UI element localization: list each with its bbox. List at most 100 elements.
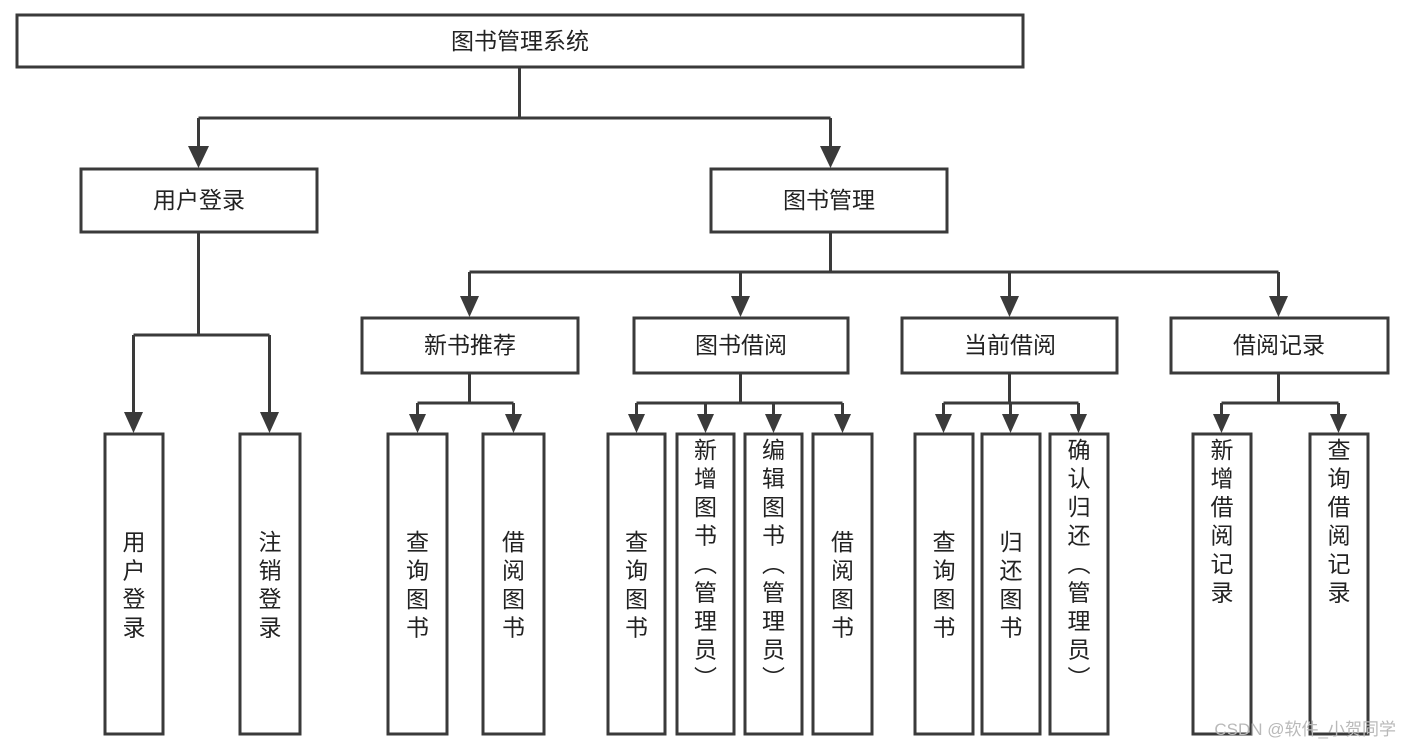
node-leaf-borrow-book-1[interactable] — [481, 432, 546, 736]
arrow-head-leaf-user-login — [124, 412, 143, 433]
node-leaf-query-book-1-box[interactable] — [386, 432, 449, 736]
arrow-head-leaf-query-book-3 — [935, 414, 952, 433]
vertical-glyph: 图 — [933, 586, 956, 612]
node-leaf-logout-login[interactable] — [238, 432, 302, 736]
node-leaf-query-borrow-record-box[interactable] — [1308, 432, 1370, 736]
node-leaf-add-borrow-record-box[interactable] — [1191, 432, 1253, 736]
vertical-glyph: 录 — [259, 614, 282, 640]
vertical-glyph: 用 — [123, 529, 146, 555]
node-borrow-record-box[interactable] — [1169, 316, 1390, 375]
arrow-head-leaf-borrow-book-1 — [505, 414, 522, 433]
vertical-glyph: 归 — [1000, 529, 1023, 555]
arrow-head-leaf-return-book — [1002, 414, 1019, 433]
node-root-box[interactable] — [15, 13, 1025, 69]
arrow-head-new-book-recommend — [460, 296, 479, 317]
vertical-glyph: 增 — [1211, 466, 1234, 492]
node-leaf-borrow-book-2[interactable] — [811, 432, 874, 736]
node-leaf-query-book-3[interactable] — [913, 432, 975, 736]
node-leaf-user-login[interactable] — [103, 432, 165, 736]
vertical-glyph: 录 — [123, 614, 146, 640]
node-leaf-return-book-box[interactable] — [980, 432, 1042, 736]
vertical-glyph: 书 — [406, 614, 429, 640]
node-book-borrow-box[interactable] — [632, 316, 850, 375]
node-new-book-recommend[interactable]: 新书推荐 — [360, 316, 580, 375]
node-book-borrow[interactable]: 图书借阅 — [632, 316, 850, 375]
vertical-glyph: ︵ — [694, 551, 717, 577]
connector-layer — [124, 67, 1347, 433]
node-leaf-logout-login-box[interactable] — [238, 432, 302, 736]
vertical-glyph: 图 — [762, 494, 785, 520]
node-leaf-query-book-1[interactable] — [386, 432, 449, 736]
arrow-head-leaf-query-book-1 — [409, 414, 426, 433]
node-current-borrow-box[interactable] — [900, 316, 1119, 375]
vertical-glyph: 阅 — [502, 557, 525, 583]
node-user-login-label: 用户登录 — [153, 187, 245, 213]
vertical-glyph: 图 — [502, 586, 525, 612]
node-leaf-add-book-admin-box[interactable] — [675, 432, 736, 736]
node-leaf-user-login-box[interactable] — [103, 432, 165, 736]
vertical-glyph: 询 — [933, 557, 956, 583]
node-leaf-return-book[interactable] — [980, 432, 1042, 736]
node-user-login[interactable]: 用户登录 — [79, 167, 319, 234]
vertical-glyph: 员 — [1068, 637, 1091, 663]
vertical-glyph: 注 — [259, 529, 282, 555]
vertical-glyph: 询 — [625, 557, 648, 583]
vertical-glyph: 录 — [1211, 580, 1234, 606]
node-leaf-borrow-book-1-box[interactable] — [481, 432, 546, 736]
node-borrow-record-label: 借阅记录 — [1233, 332, 1325, 358]
vertical-glyph: 员 — [762, 637, 785, 663]
node-leaf-edit-book-admin-box[interactable] — [743, 432, 804, 736]
vertical-glyph: 员 — [694, 637, 717, 663]
node-book-borrow-label: 图书借阅 — [695, 332, 787, 358]
vertical-glyph: 编 — [762, 437, 785, 463]
node-leaf-add-borrow-record[interactable] — [1191, 432, 1253, 736]
vertical-glyph: 新 — [694, 437, 717, 463]
vertical-glyph: 归 — [1068, 494, 1091, 520]
node-leaf-add-book-admin[interactable] — [675, 432, 736, 736]
vertical-glyph: 还 — [1000, 557, 1023, 583]
node-leaf-query-book-2-box[interactable] — [606, 432, 667, 736]
node-leaf-confirm-return-admin[interactable] — [1048, 432, 1110, 736]
vertical-glyph: ︶ — [762, 665, 785, 691]
node-leaf-user-login-label: 用户登录 — [123, 529, 146, 641]
vertical-glyph: 询 — [1328, 466, 1351, 492]
vertical-glyph: 阅 — [1328, 523, 1351, 549]
node-leaf-confirm-return-admin-box[interactable] — [1048, 432, 1110, 736]
node-root[interactable]: 图书管理系统 — [15, 13, 1025, 69]
vertical-glyph: 新 — [1211, 437, 1234, 463]
node-leaf-borrow-book-2-box[interactable] — [811, 432, 874, 736]
vertical-glyph: ︵ — [1068, 551, 1091, 577]
vertical-glyph: 阅 — [831, 557, 854, 583]
node-root-label: 图书管理系统 — [451, 28, 589, 54]
arrow-head-borrow-record — [1269, 296, 1288, 317]
node-leaf-query-book-2[interactable] — [606, 432, 667, 736]
arrow-head-leaf-query-book-2 — [628, 414, 645, 433]
vertical-glyph: 书 — [502, 614, 525, 640]
node-current-borrow[interactable]: 当前借阅 — [900, 316, 1119, 375]
vertical-glyph: 确 — [1068, 437, 1091, 463]
node-leaf-edit-book-admin[interactable] — [743, 432, 804, 736]
arrow-head-leaf-confirm-return-admin — [1070, 414, 1087, 433]
node-borrow-record[interactable]: 借阅记录 — [1169, 316, 1390, 375]
arrow-head-user-login — [188, 146, 209, 168]
node-leaf-query-borrow-record[interactable] — [1308, 432, 1370, 736]
node-new-book-recommend-box[interactable] — [360, 316, 580, 375]
vertical-glyph: ︶ — [1068, 665, 1091, 691]
vertical-glyph: 户 — [123, 557, 146, 583]
vertical-glyph: 书 — [933, 614, 956, 640]
node-new-book-recommend-label: 新书推荐 — [424, 332, 516, 358]
node-user-login-box[interactable] — [79, 167, 319, 234]
node-leaf-query-book-3-box[interactable] — [913, 432, 975, 736]
node-book-manage[interactable]: 图书管理 — [709, 167, 949, 234]
vertical-glyph: 阅 — [1211, 523, 1234, 549]
vertical-glyph: ︶ — [694, 665, 717, 691]
node-book-manage-box[interactable] — [709, 167, 949, 234]
vertical-glyph: 图 — [406, 586, 429, 612]
